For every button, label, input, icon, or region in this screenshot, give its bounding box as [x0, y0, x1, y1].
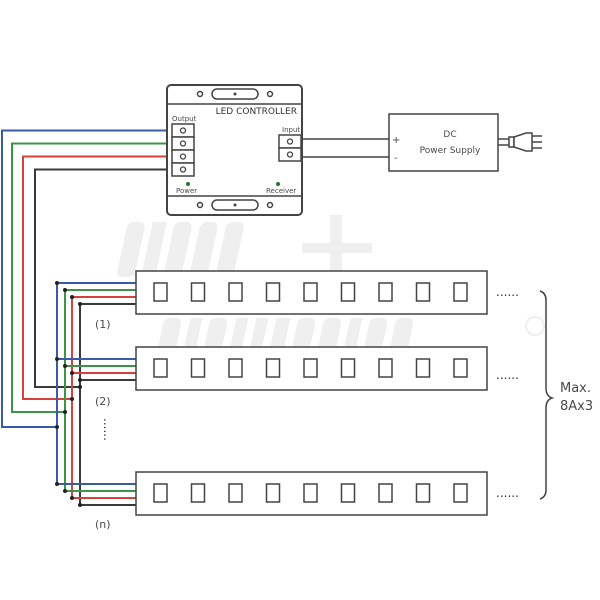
junction-dot [78, 302, 82, 306]
watermark-line1-shapes [117, 222, 244, 277]
power-indicator-icon [186, 182, 190, 186]
blue-main-wire [1, 129, 172, 428]
input-label: Input [282, 126, 300, 134]
positive-sign: + [392, 135, 400, 146]
junction-dot [70, 397, 74, 401]
output-terminal [171, 123, 195, 138]
led-chip-icon [190, 483, 206, 503]
output-label: Output [172, 115, 197, 123]
junction-dots [55, 281, 82, 507]
led-chip-icon [303, 358, 318, 378]
junction-dot [78, 385, 82, 389]
dc-power-supply: DC Power Supply + - [388, 113, 542, 172]
controller-title: LED CONTROLLER [216, 107, 297, 117]
junction-dot [78, 503, 82, 507]
input-terminal-negative [278, 147, 302, 162]
green-main-wire [11, 142, 172, 413]
led-chip-icon [303, 282, 318, 302]
led-chip-icon [228, 282, 243, 302]
strip-feed-wires [56, 282, 136, 506]
terminal-screw-icon [286, 151, 294, 158]
led-chip-icon [340, 282, 356, 302]
power-supply-line1: DC [443, 130, 456, 140]
strip-label-n: (n) [95, 518, 111, 531]
led-chip-icon [265, 282, 281, 302]
junction-dot [78, 378, 82, 382]
continuation-dots-2: ...... [496, 368, 519, 382]
junction-dot [70, 371, 74, 375]
negative-sign: - [394, 153, 398, 164]
led-chip-icon [153, 483, 168, 503]
led-chip-icon [153, 282, 168, 302]
led-chip-icon [228, 358, 243, 378]
max-label-line1: Max. [560, 381, 591, 396]
junction-dot [63, 288, 67, 292]
junction-dot [55, 357, 59, 361]
input-terminal-block [278, 134, 302, 162]
power-supply-line2: Power Supply [420, 146, 481, 156]
junction-dot [55, 425, 59, 429]
led-controller: LED CONTROLLER Output Input Power Receiv… [166, 84, 303, 216]
terminal-screw-icon [179, 127, 187, 134]
junction-dot [63, 410, 67, 414]
terminal-screw-icon [179, 153, 187, 160]
junction-dot [70, 496, 74, 500]
led-chip-icon [415, 483, 431, 503]
ac-plug-icon [498, 132, 542, 152]
led-chip-icon [453, 358, 468, 378]
bottom-mount-slot-icon [196, 199, 274, 211]
led-chip-icon [303, 483, 318, 503]
led-chip-icon [340, 358, 356, 378]
led-chip-icon [453, 483, 468, 503]
led-chip-icon [340, 483, 356, 503]
led-chip-icon [265, 358, 281, 378]
junction-dot [70, 295, 74, 299]
power-supply-body [388, 113, 499, 172]
receiver-indicator-icon [276, 182, 280, 186]
led-strips [135, 270, 488, 516]
terminal-screw-icon [286, 138, 294, 145]
power-label: Power [176, 187, 197, 195]
terminal-screw-icon [179, 140, 187, 147]
led-strip-2 [135, 346, 488, 391]
terminal-screw-icon [179, 166, 187, 173]
watermark-registered-icon [525, 316, 545, 336]
led-strip-1 [135, 270, 488, 315]
junction-dot [63, 364, 67, 368]
continuation-dots-n: ...... [496, 486, 519, 500]
output-terminal [171, 162, 195, 177]
led-chip-icon [378, 358, 393, 378]
led-chip-icon [190, 358, 206, 378]
controller-body [166, 84, 303, 216]
vertical-ellipsis: ...... [101, 418, 115, 441]
led-chip-icon [453, 282, 468, 302]
junction-dot [55, 482, 59, 486]
watermark-plus-horizontal [302, 243, 372, 253]
led-chip-icon [153, 358, 168, 378]
curly-brace [539, 290, 555, 500]
power-input-wires [301, 138, 389, 158]
junction-dot [55, 281, 59, 285]
strip-label-2: (2) [95, 395, 111, 408]
junction-dot [63, 489, 67, 493]
receiver-label: Receiver [266, 187, 296, 195]
led-chip-icon [378, 282, 393, 302]
strip-label-1: (1) [95, 318, 111, 331]
input-terminal-positive [278, 134, 302, 149]
led-chip-icon [228, 483, 243, 503]
output-terminal [171, 149, 195, 164]
led-chip-icon [378, 483, 393, 503]
led-strip-3 [135, 471, 488, 516]
top-mount-slot-icon [196, 88, 274, 100]
continuation-dots-1: ...... [496, 285, 519, 299]
led-chip-icon [415, 282, 431, 302]
output-terminal-block [171, 123, 195, 177]
led-chip-icon [265, 483, 281, 503]
led-chip-icon [415, 358, 431, 378]
output-terminal [171, 136, 195, 151]
red-main-wire [22, 155, 172, 400]
max-label-line2: 8Ax3 [560, 399, 593, 414]
led-chip-icon [190, 282, 206, 302]
